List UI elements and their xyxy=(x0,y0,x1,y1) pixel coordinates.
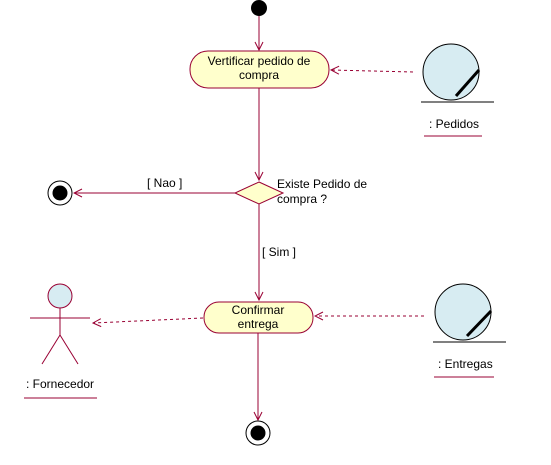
activity-verificar-pedido[interactable]: Vertificar pedido de compra xyxy=(189,50,330,89)
activity-confirmar-entrega[interactable]: Confirmar entrega xyxy=(203,301,314,334)
guard-sim: [ Sim ] xyxy=(262,245,296,259)
object-entregas[interactable]: : Entregas xyxy=(433,283,506,378)
object-flow-pedidos xyxy=(331,70,414,72)
activity-verificar-line2: compra xyxy=(239,68,279,82)
final-node-end[interactable] xyxy=(245,420,271,446)
actor-fornecedor[interactable]: : Fornecedor xyxy=(24,283,97,399)
decision-label-line1: Existe Pedido de xyxy=(277,177,367,191)
activity-confirmar-line2: entrega xyxy=(238,317,279,331)
activity-confirmar-line1: Confirmar xyxy=(232,303,285,317)
guard-nao: [ Nao ] xyxy=(147,176,182,190)
decision-node[interactable] xyxy=(233,181,285,205)
object-flow-fornecedor xyxy=(93,317,204,323)
object-pedidos[interactable]: : Pedidos xyxy=(421,43,494,137)
activity-verificar-line1: Vertificar pedido de xyxy=(208,54,311,68)
initial-node[interactable] xyxy=(251,0,267,16)
final-node-nao[interactable] xyxy=(47,180,73,206)
decision-label-line2: compra ? xyxy=(277,192,327,206)
actor-fornecedor-label: : Fornecedor xyxy=(26,377,94,391)
object-pedidos-label: : Pedidos xyxy=(429,117,479,131)
object-entregas-label: : Entregas xyxy=(438,357,493,371)
